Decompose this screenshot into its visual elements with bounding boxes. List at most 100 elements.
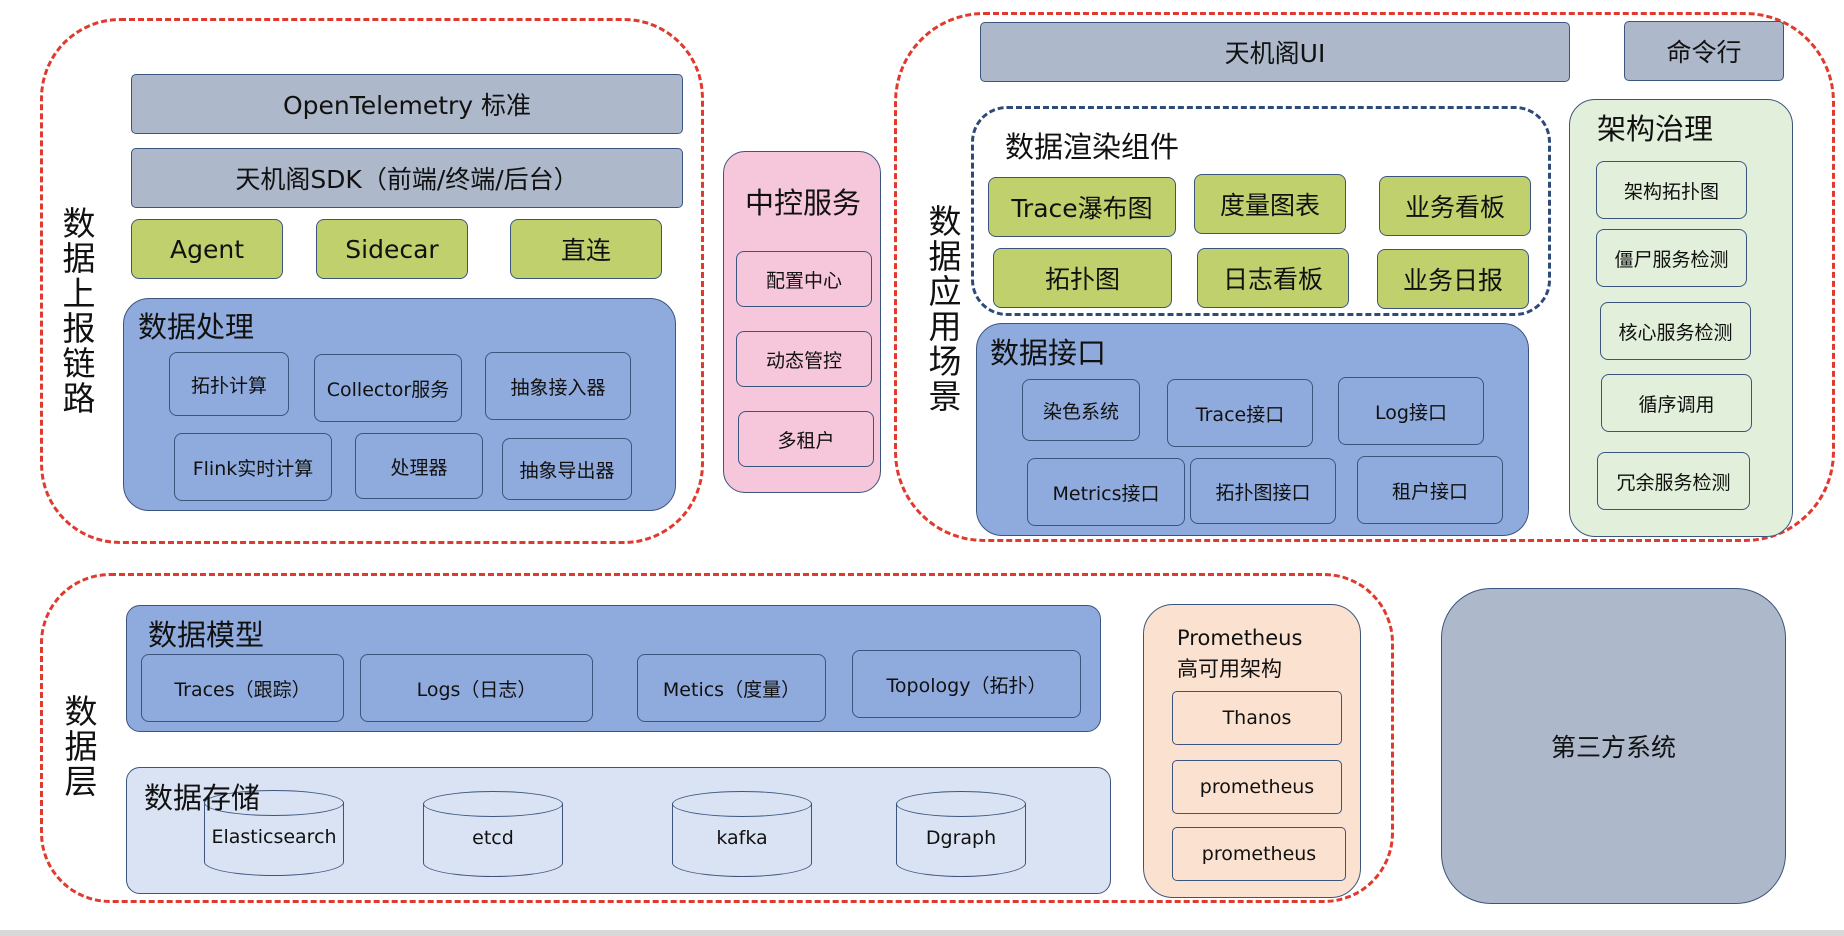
gov-redundant-detect-label: 冗余服务检测 — [1616, 471, 1731, 494]
model-topology: Topology（拓扑） — [852, 650, 1081, 718]
model-logs: Logs（日志） — [360, 654, 593, 722]
report-chain-region — [40, 18, 704, 544]
app-scenario-region — [894, 12, 1835, 542]
render-log-board-label: 日志看板 — [1222, 265, 1323, 294]
control-dynamic: 动态管控 — [736, 331, 872, 387]
gov-cyclic-call-label: 循序调用 — [1638, 393, 1715, 416]
storage-dgraph: Dgraph — [896, 791, 1026, 877]
data-layer-label: 数据层 — [59, 694, 98, 799]
tianjige-ui: 天机阁UI — [980, 22, 1570, 82]
model-traces-label: Traces（跟踪） — [174, 678, 311, 701]
gov-arch-topology: 架构拓扑图 — [1596, 161, 1747, 219]
render-topology-label: 拓扑图 — [1044, 265, 1120, 294]
storage-kafka-label: kafka — [716, 827, 768, 849]
gov-zombie-detect-label: 僵尸服务检测 — [1614, 248, 1729, 271]
third-party-system-label: 第三方系统 — [1550, 733, 1676, 762]
gov-core-detect: 核心服务检测 — [1600, 302, 1751, 360]
gov-core-detect-label: 核心服务检测 — [1618, 321, 1733, 344]
model-topology-label: Topology（拓扑） — [886, 674, 1047, 697]
api-dye-system: 染色系统 — [1022, 379, 1140, 441]
render-business-daily-label: 业务日报 — [1402, 266, 1503, 295]
data-api-title: 数据接口 — [990, 336, 1107, 370]
proc-processor: 处理器 — [355, 433, 483, 499]
storage-dgraph-label: Dgraph — [925, 827, 997, 849]
prom-instance-2-label: prometheus — [1201, 843, 1317, 865]
render-business-board: 业务看板 — [1379, 176, 1531, 236]
proc-collector: Collector服务 — [314, 354, 462, 422]
report-chain-label: 数据上报链路 — [57, 206, 96, 416]
api-tenant-label: 租户接口 — [1391, 480, 1468, 503]
mode-direct-label: 直连 — [560, 236, 611, 265]
model-metrics: Metics（度量） — [637, 654, 826, 722]
third-party-system: 第三方系统 — [1441, 588, 1786, 904]
prom-thanos-label: Thanos — [1222, 707, 1292, 729]
render-business-board-label: 业务看板 — [1404, 193, 1505, 222]
render-business-daily: 业务日报 — [1377, 249, 1529, 309]
render-log-board: 日志看板 — [1197, 248, 1349, 308]
api-trace: Trace接口 — [1167, 379, 1313, 447]
api-log: Log接口 — [1338, 377, 1484, 445]
prom-instance-2: prometheus — [1172, 827, 1346, 881]
prometheus-ha-title-1: Prometheus — [1177, 626, 1303, 650]
storage-elasticsearch: Elasticsearch — [204, 790, 344, 876]
model-metrics-label: Metics（度量） — [662, 678, 801, 701]
api-trace-label: Trace接口 — [1195, 403, 1285, 426]
gov-arch-topology-label: 架构拓扑图 — [1623, 180, 1719, 203]
prom-instance-1: prometheus — [1172, 760, 1342, 814]
api-metrics-label: Metrics接口 — [1052, 482, 1160, 505]
mode-agent: Agent — [131, 219, 283, 279]
command-line: 命令行 — [1624, 21, 1784, 81]
model-logs-label: Logs（日志） — [416, 678, 537, 701]
proc-abstract-exporter-label: 抽象导出器 — [519, 459, 615, 482]
proc-collector-label: Collector服务 — [326, 378, 450, 401]
gov-redundant-detect: 冗余服务检测 — [1597, 452, 1750, 510]
model-traces: Traces（跟踪） — [141, 654, 344, 722]
proc-abstract-receiver: 抽象接入器 — [485, 352, 631, 420]
control-multitenant: 多租户 — [738, 411, 874, 467]
storage-etcd-label: etcd — [472, 827, 514, 849]
prometheus-ha-title-2: 高可用架构 — [1177, 657, 1282, 681]
storage-kafka: kafka — [672, 791, 812, 877]
render-topology: 拓扑图 — [993, 248, 1172, 308]
api-topology: 拓扑图接口 — [1190, 458, 1336, 524]
mode-agent-label: Agent — [170, 234, 244, 264]
storage-elasticsearch-label: Elasticsearch — [211, 826, 337, 848]
proc-flink-label: Flink实时计算 — [192, 457, 314, 480]
control-config-center: 配置中心 — [736, 251, 872, 307]
proc-abstract-exporter: 抽象导出器 — [502, 438, 632, 500]
prom-thanos: Thanos — [1172, 691, 1342, 745]
tianjige-ui-label: 天机阁UI — [1224, 39, 1326, 68]
proc-processor-label: 处理器 — [390, 456, 448, 479]
proc-abstract-receiver-label: 抽象接入器 — [510, 376, 606, 399]
proc-flink: Flink实时计算 — [174, 433, 332, 501]
api-tenant: 租户接口 — [1357, 456, 1503, 524]
api-log-label: Log接口 — [1375, 401, 1447, 424]
control-service-title: 中控服务 — [745, 186, 862, 220]
gov-zombie-detect: 僵尸服务检测 — [1596, 229, 1747, 287]
data-layer-region — [40, 573, 1394, 903]
control-dynamic-label: 动态管控 — [765, 349, 842, 372]
proc-topology-calc: 拓扑计算 — [169, 352, 289, 416]
control-multitenant-label: 多租户 — [777, 429, 835, 452]
data-processing-title: 数据处理 — [138, 310, 255, 344]
render-metric-chart: 度量图表 — [1194, 174, 1346, 234]
sdk-label: 天机阁SDK（前端/终端/后台） — [235, 165, 579, 194]
data-storage-title: 数据存储 — [144, 781, 261, 815]
render-trace-waterfall-label: Trace瀑布图 — [1011, 194, 1153, 223]
data-model-title: 数据模型 — [148, 618, 265, 652]
gov-cyclic-call: 循序调用 — [1601, 374, 1752, 432]
storage-etcd: etcd — [423, 791, 563, 877]
opentelemetry-standard-label: OpenTelemetry 标准 — [282, 91, 532, 120]
page-footer-strip — [0, 930, 1844, 936]
control-config-center-label: 配置中心 — [765, 269, 842, 292]
render-metric-chart-label: 度量图表 — [1219, 191, 1320, 220]
command-line-label: 命令行 — [1666, 38, 1742, 67]
mode-sidecar-label: Sidecar — [345, 234, 439, 264]
render-components-region — [971, 106, 1551, 316]
app-scenario-label: 数据应用场景 — [923, 204, 962, 414]
api-topology-label: 拓扑图接口 — [1215, 481, 1311, 504]
mode-sidecar: Sidecar — [316, 219, 468, 279]
api-dye-system-label: 染色系统 — [1042, 400, 1119, 423]
render-components-title: 数据渲染组件 — [1005, 130, 1180, 164]
api-metrics: Metrics接口 — [1027, 458, 1185, 526]
